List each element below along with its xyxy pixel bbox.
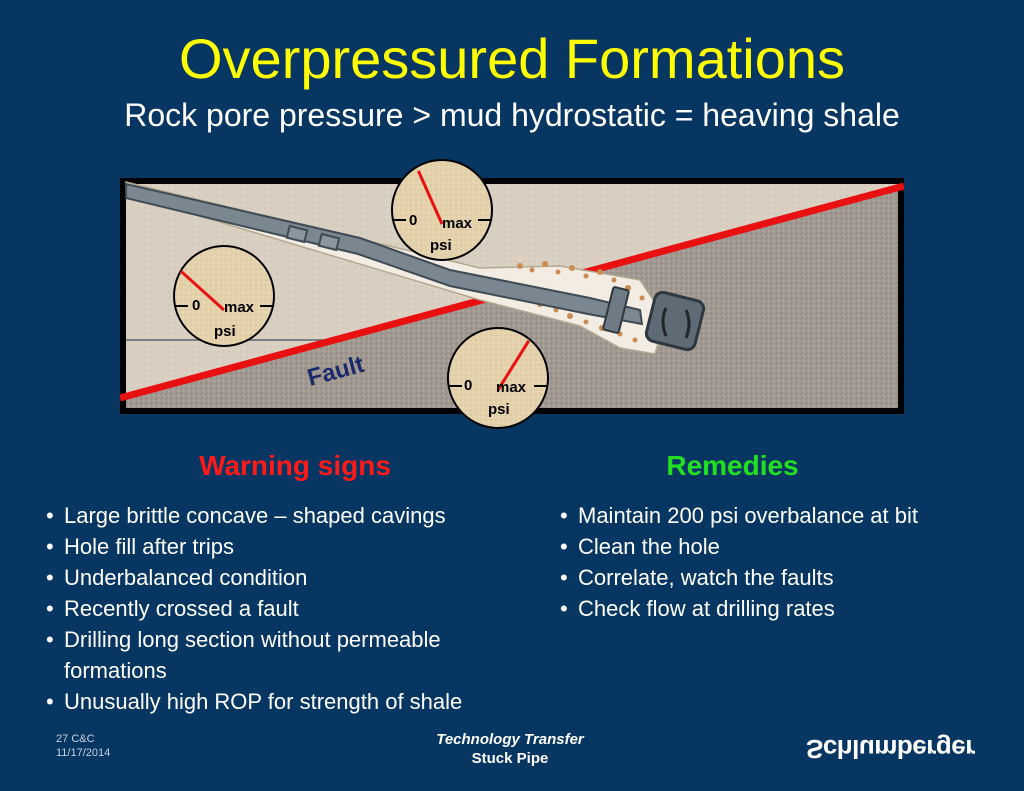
list-item: Unusually high ROP for strength of shale [42,686,492,717]
list-item: Recently crossed a fault [42,593,492,624]
gauge-zero-label: 0 [192,297,200,314]
wellbore-diagram: Fault 0 max psi 0 max psi [120,159,904,429]
gauge-max-label: max [224,299,255,316]
remedies-heading: Remedies [666,450,799,481]
slide-title: Overpressured Formations [178,27,845,90]
remedies-list: Maintain 200 psi overbalance at bit Clea… [556,500,1016,624]
list-item: Large brittle concave – shaped cavings [42,500,492,531]
pressure-gauge: 0 max psi [391,159,493,261]
tool-joint [317,232,341,252]
page-number: 27 [56,733,69,745]
tool-joint [285,224,309,244]
warning-signs-list: Large brittle concave – shaped cavings H… [42,500,492,717]
pressure-gauge: 0 max psi [173,245,275,347]
gauge-zero-label: 0 [464,377,472,394]
footer-course: Technology Transfer Stuck Pipe [410,730,610,768]
gauge-zero-label: 0 [409,212,417,229]
list-item: Clean the hole [556,531,1016,562]
company-logo: Schlumberger [806,734,975,764]
footer-line-2: Stuck Pipe [471,750,549,767]
list-item: Drilling long section without permeable … [42,624,492,686]
footer-meta: 27 C&C 11/17/2014 [56,732,110,760]
gauge-unit-label: psi [430,237,452,254]
footer-line-1: Technology Transfer [436,731,584,748]
warning-signs-heading: Warning signs [199,450,391,481]
bit-cutters [661,307,691,339]
gauge-max-label: max [496,379,527,396]
drill-pipe [125,182,644,326]
gauge-max-label: max [442,215,473,232]
footer-date: 11/17/2014 [56,747,111,759]
list-item: Check flow at drilling rates [556,593,1016,624]
list-item: Underbalanced condition [42,562,492,593]
footer-code: C&C [71,733,95,745]
stabilizer [602,286,630,334]
drill-bit [644,290,706,352]
list-item: Hole fill after trips [42,531,492,562]
gauge-unit-label: psi [488,401,510,418]
pressure-gauge: 0 max psi [447,327,549,429]
gauge-unit-label: psi [214,323,236,340]
list-item: Maintain 200 psi overbalance at bit [556,500,1016,531]
list-item: Correlate, watch the faults [556,562,1016,593]
slide-subtitle: Rock pore pressure > mud hydrostatic = h… [124,97,900,133]
